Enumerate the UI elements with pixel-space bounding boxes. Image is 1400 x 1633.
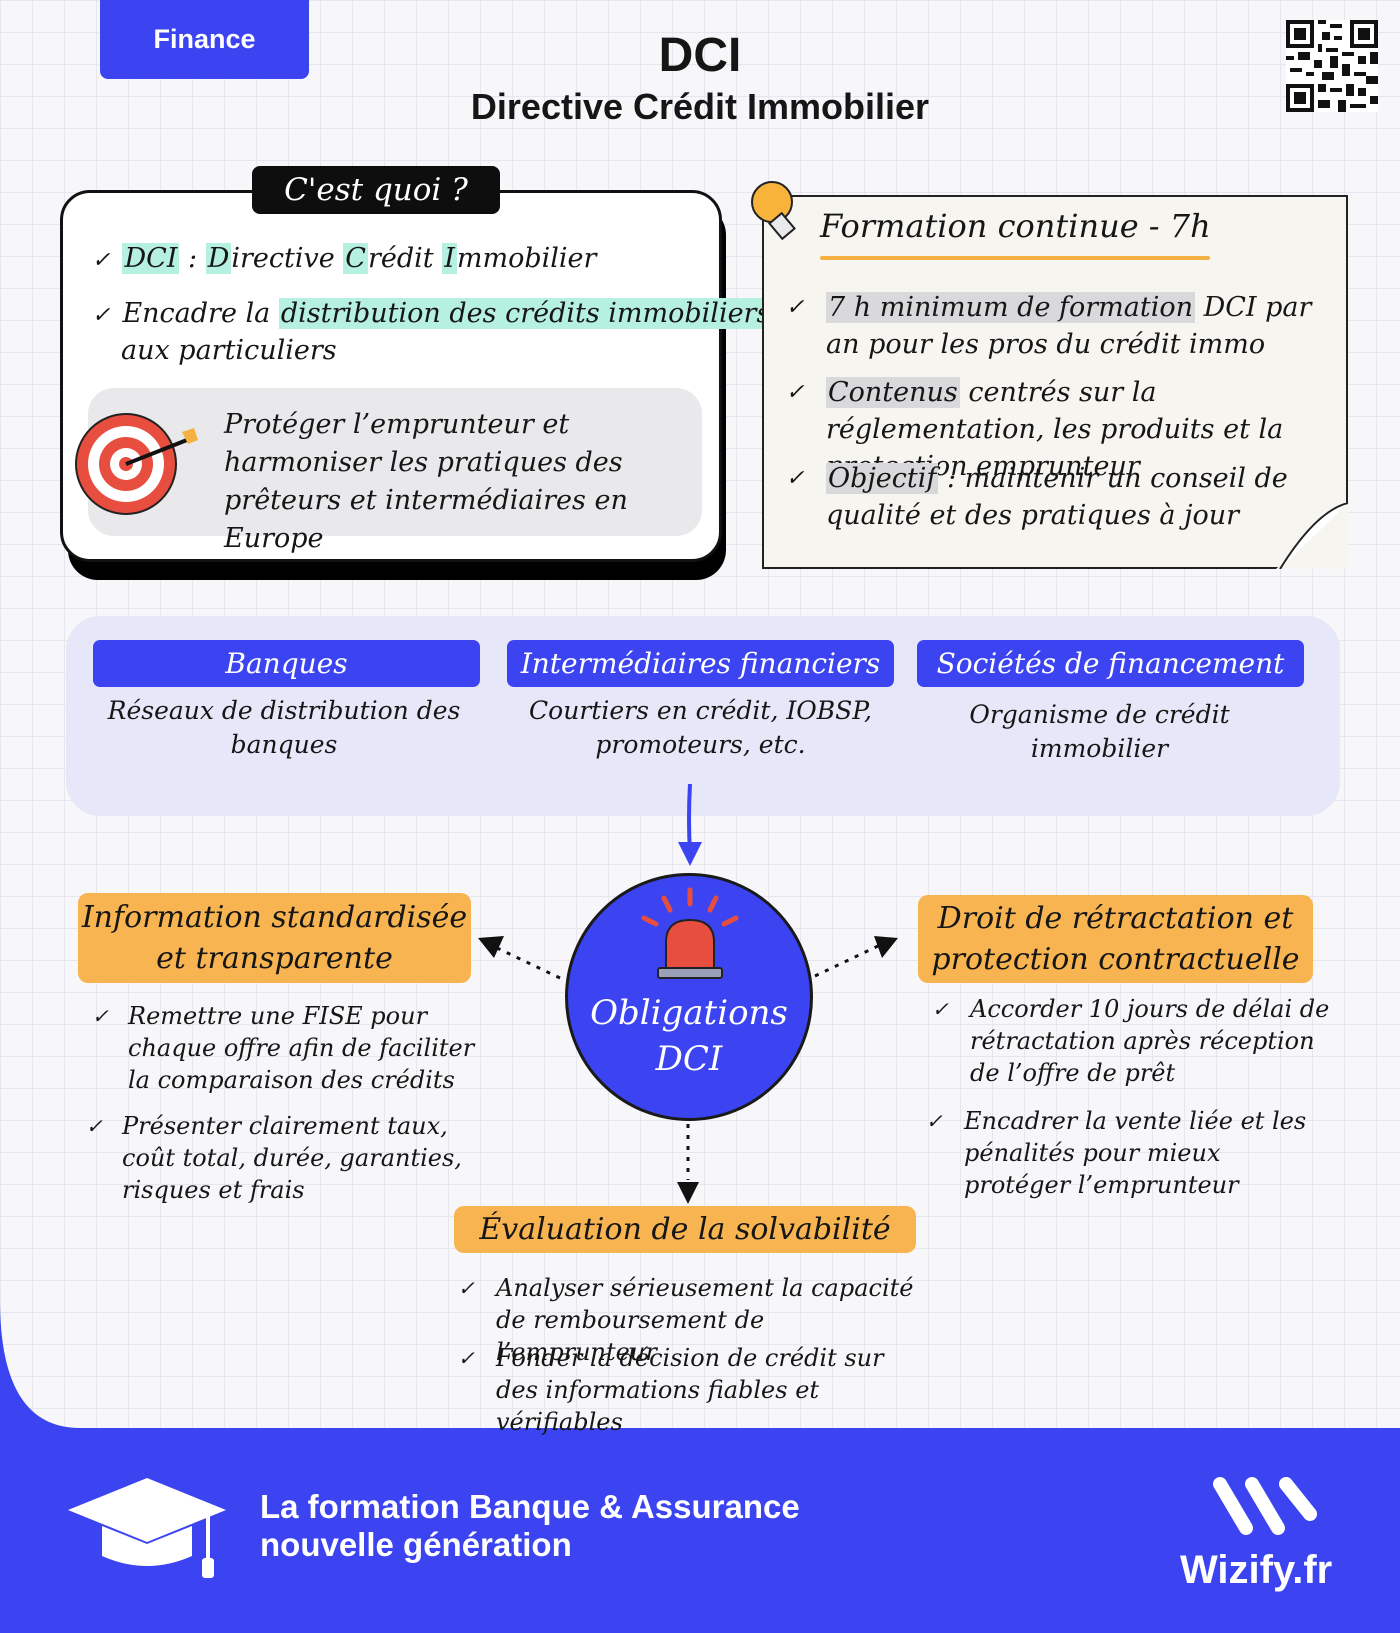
brand-name[interactable]: Wizify.fr [1180,1548,1333,1592]
lightbulb-icon [751,181,796,241]
page-curl-decoration [1276,503,1348,569]
check-icon: ✓ [86,1114,103,1138]
list-item: ✓ Analyser sérieusement la capacité de r… [458,1274,914,1366]
category-tag: Finance [100,0,309,79]
list-item: ✓ Remettre une FISE pour chaque offre af… [92,1002,475,1094]
graduation-cap-icon [68,1478,226,1578]
check-icon: ✓ [932,997,949,1021]
definition-card-label: C'est quoi ? [252,166,500,214]
training-title: Formation continue - 7h [820,207,1211,245]
qr-code-icon[interactable] [1286,20,1378,112]
actor-description: Courtiers en crédit, IOBSP, promoteurs, … [529,696,872,759]
list-item: ✓ Présenter clairement taux, coût total,… [86,1112,462,1204]
check-icon: ✓ [92,248,111,273]
info-heading: Information standardisée et transparente [78,893,471,983]
definition-line-1: ✓DCI : Directive Crédit Immobilier [92,243,597,274]
arrow-right-dotted [814,936,898,978]
list-item: ✓ Accorder 10 jours de délai de rétracta… [932,995,1330,1087]
training-item: ✓ 7 h minimum de formation DCI par an po… [786,289,1341,363]
solvency-heading: Évaluation de la solvabilité [454,1206,916,1253]
page-subtitle: Directive Crédit Immobilier [470,86,930,127]
actor-heading-banks: Banques [93,640,480,687]
list-item: ✓ Encadrer la vente liée et les pénalité… [926,1107,1307,1199]
actor-description: Organisme de crédit immobilier [969,700,1230,763]
arrow-down-solid [678,783,702,866]
obligations-label: Obligations DCI [590,993,788,1079]
check-icon: ✓ [786,466,805,491]
check-icon: ✓ [786,380,805,405]
training-title-underline [820,256,1210,260]
check-icon: ✓ [92,1004,109,1028]
actor-description: Réseaux de distribution des banques [107,696,461,759]
check-icon: ✓ [926,1109,943,1133]
goal-text: Protéger l’emprunteur et harmoniser les … [224,409,628,554]
footer-tagline: La formation Banque & Assurance nouvelle… [260,1488,800,1563]
check-icon: ✓ [458,1276,475,1300]
withdrawal-heading: Droit de rétractation et protection cont… [918,895,1313,983]
wizify-logo-icon[interactable] [1210,1474,1320,1538]
definition-line-2: ✓Encadre la distribution des crédits imm… [92,298,773,329]
siren-icon [641,887,739,979]
check-icon: ✓ [458,1346,475,1370]
check-icon: ✓ [786,295,805,320]
list-item: ✓ Fonder la décision de crédit sur des i… [458,1344,884,1436]
actor-heading-intermediaries: Intermédiaires financiers [507,640,894,687]
actor-heading-finance-companies: Sociétés de financement [917,640,1304,687]
goal-panel [88,388,702,536]
arrow-left-dotted [478,936,561,980]
page-title: DCI [658,29,742,82]
target-icon [75,413,198,515]
definition-line-2b: aux particuliers [121,335,337,366]
training-item: ✓ Objectif : maintenir un conseil de qua… [786,460,1341,534]
check-icon: ✓ [92,303,111,328]
arrow-down-dotted [677,1124,699,1204]
obligations-circle [565,873,813,1121]
